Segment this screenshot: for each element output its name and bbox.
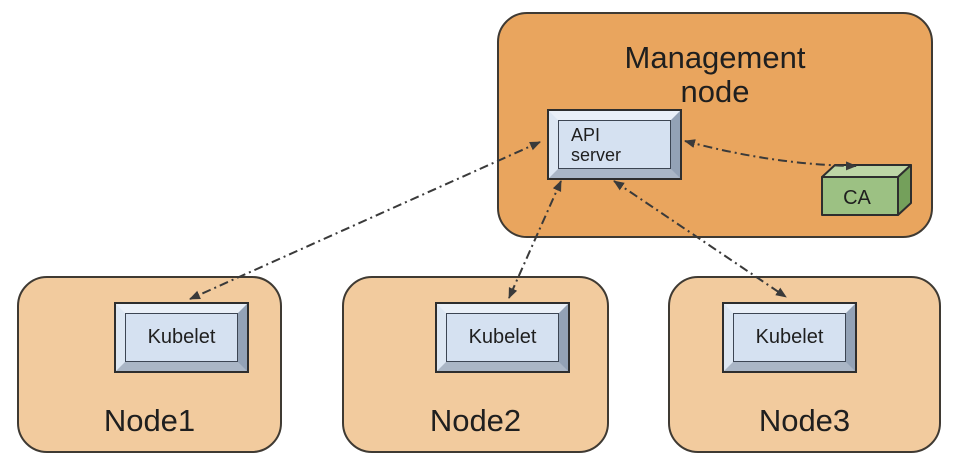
- node2-kubelet-bevel-frame: Kubelet: [437, 304, 568, 371]
- api-server-label: API server: [571, 124, 622, 165]
- node3-label: Node3: [758, 403, 851, 438]
- node1-kubelet-bevel-frame: Kubelet: [116, 304, 247, 371]
- api-server-box: API server: [547, 109, 682, 180]
- node1-box: Kubelet Node1: [17, 276, 282, 453]
- node3-kubelet-face: Kubelet: [733, 313, 846, 362]
- api-server-face: API server: [558, 120, 671, 169]
- node2-kubelet-label: Kubelet: [468, 326, 537, 348]
- node1-label: Node1: [103, 403, 196, 438]
- ca-front-face: [821, 176, 899, 216]
- node1-kubelet-label: Kubelet: [147, 326, 216, 348]
- node3-kubelet-bevel-frame: Kubelet: [724, 304, 855, 371]
- ca-top-face: [821, 164, 912, 178]
- node2-box: Kubelet Node2: [342, 276, 609, 453]
- ca-label: CA: [843, 187, 871, 209]
- node1-kubelet-face: Kubelet: [125, 313, 238, 362]
- node2-kubelet-box: Kubelet: [435, 302, 570, 373]
- node3-kubelet-box: Kubelet: [722, 302, 857, 373]
- node3-box: Kubelet Node3: [668, 276, 941, 453]
- node1-kubelet-box: Kubelet: [114, 302, 249, 373]
- node2-kubelet-face: Kubelet: [446, 313, 559, 362]
- management-node-label: Management node: [499, 41, 931, 109]
- node3-kubelet-label: Kubelet: [755, 326, 824, 348]
- ca-box: CA: [821, 164, 912, 216]
- api-server-bevel-frame: API server: [549, 111, 680, 178]
- management-node-label-text: Management node: [624, 40, 806, 109]
- management-node-box: Management node API server CA: [497, 12, 933, 238]
- node2-label: Node2: [429, 403, 522, 438]
